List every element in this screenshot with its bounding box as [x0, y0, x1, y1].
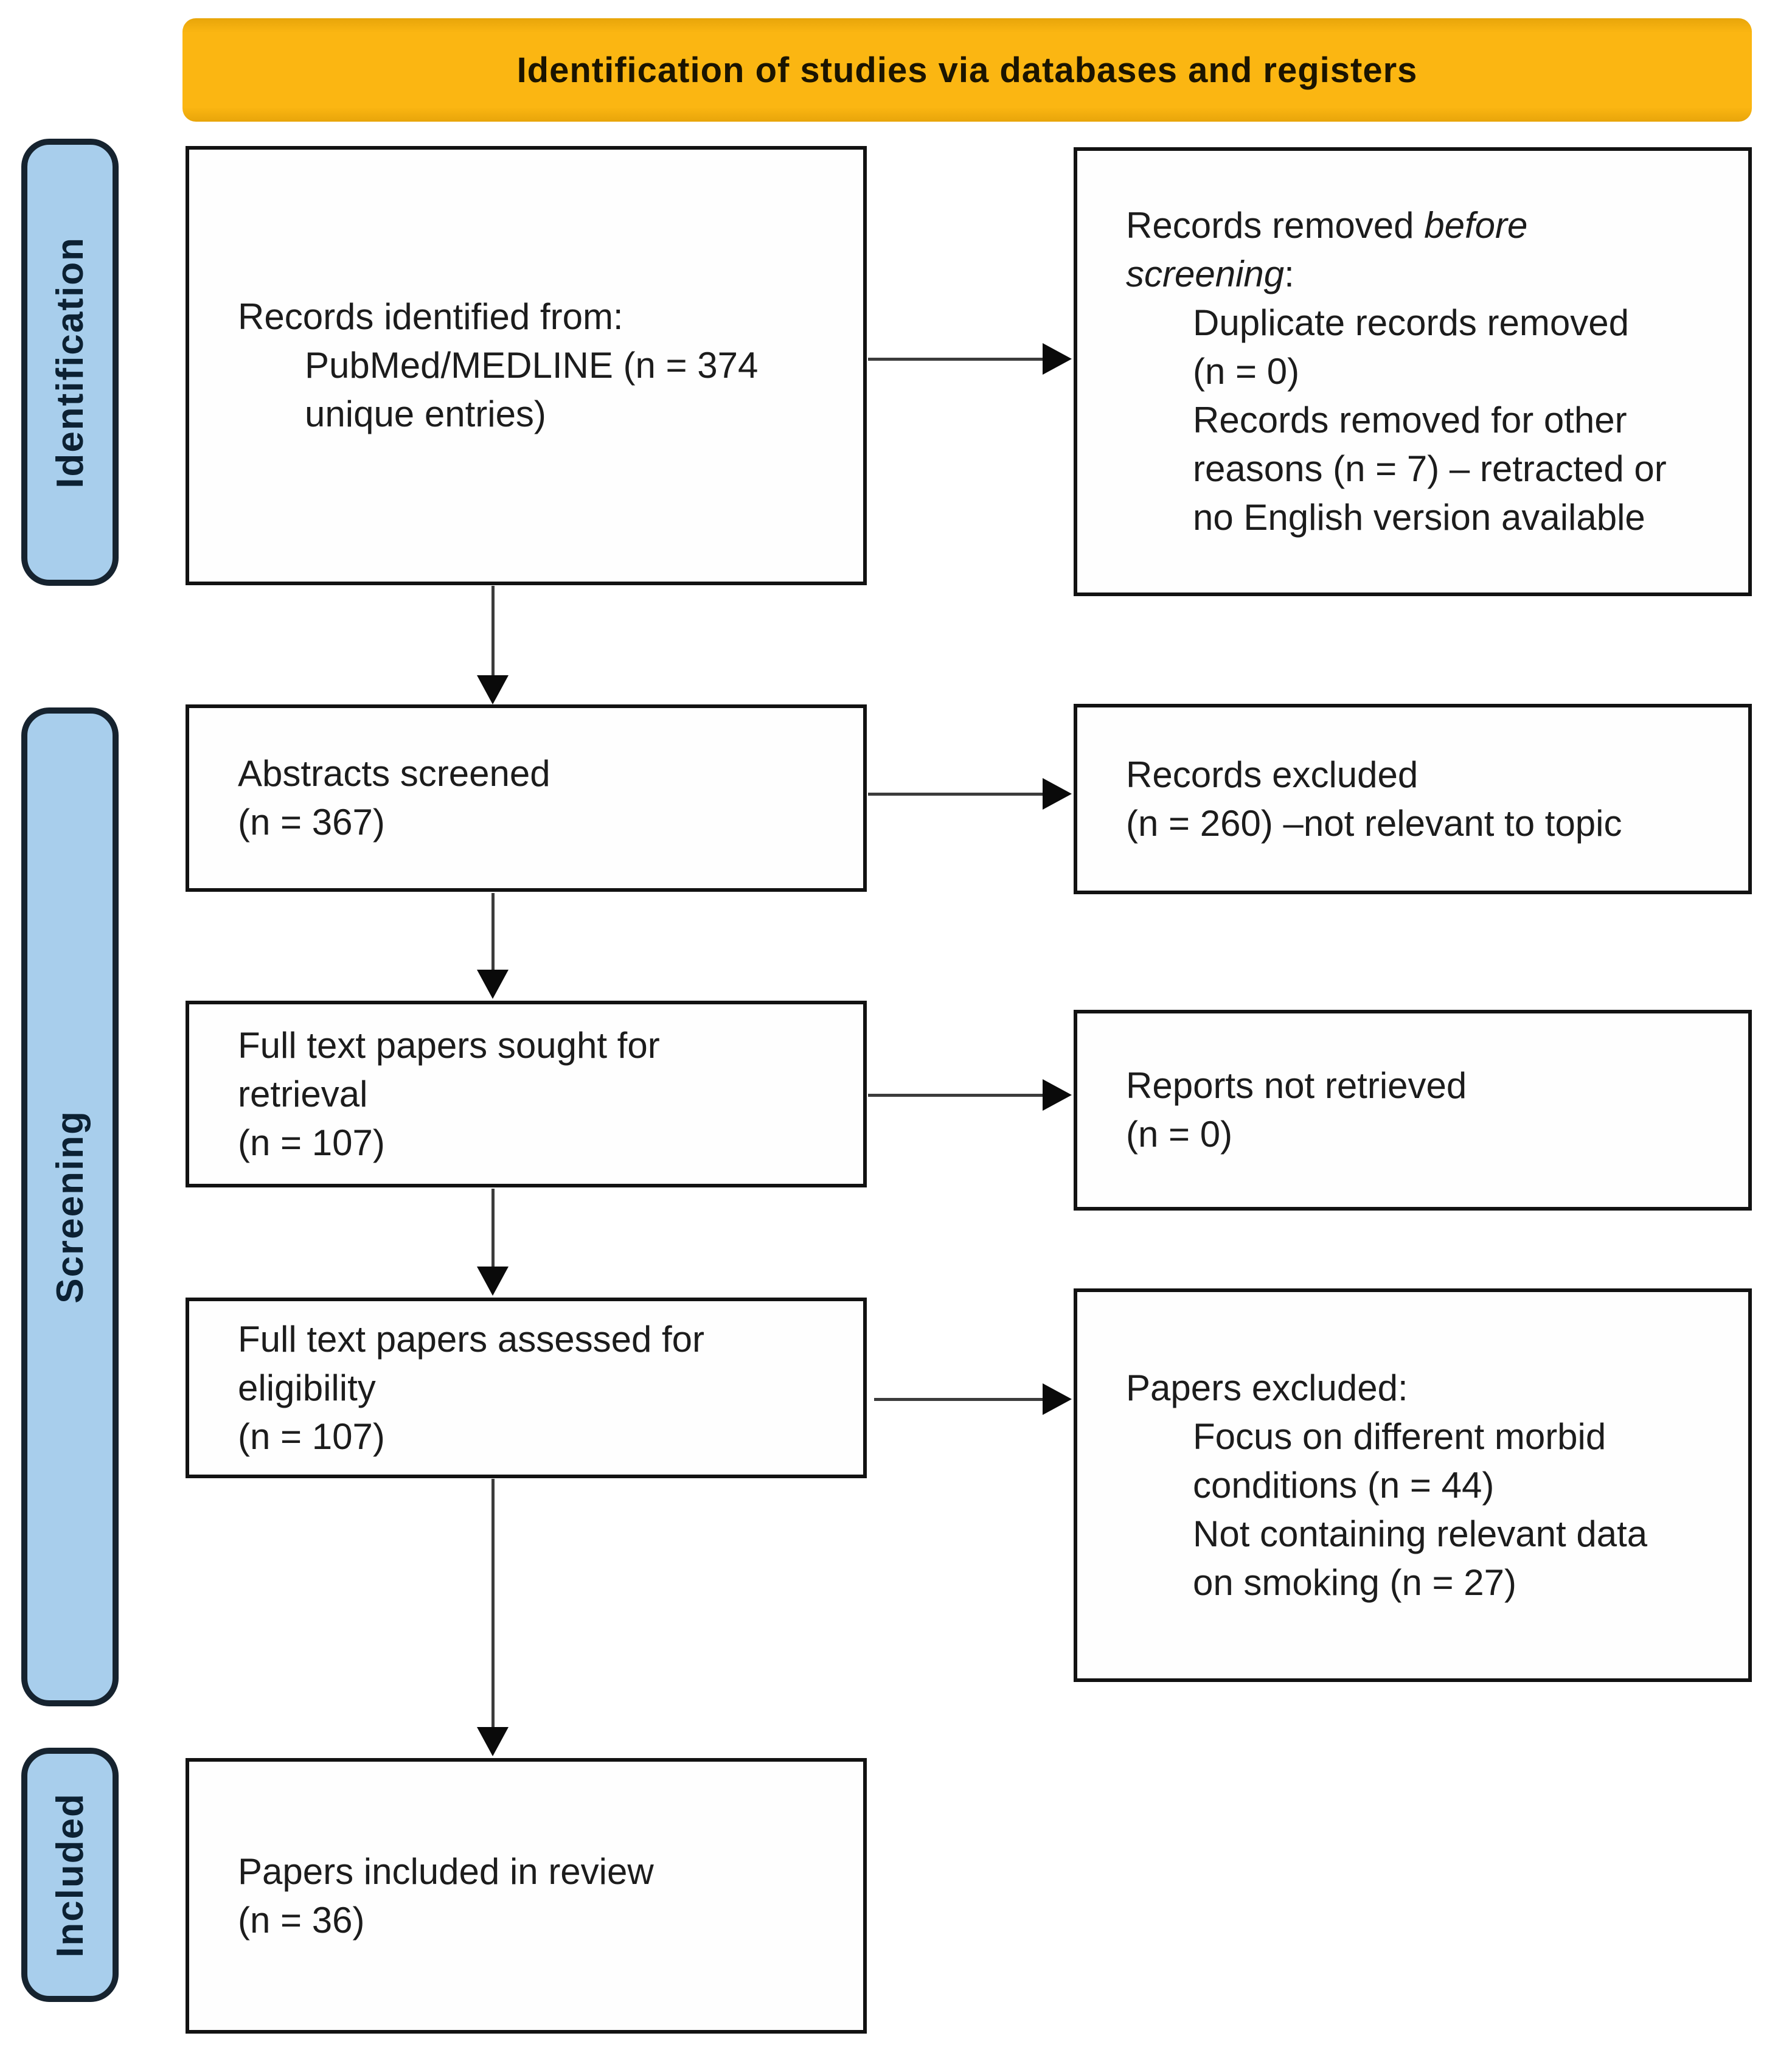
arrow-line: [868, 1094, 1046, 1097]
box-text-line: on smoking (n = 27): [1193, 1562, 1516, 1603]
box-text-line: Full text papers sought for: [238, 1024, 660, 1066]
arrow-right-icon: [1043, 778, 1072, 810]
box-text-line: Abstracts screened: [238, 753, 550, 794]
box-text-line: (n = 0): [1193, 351, 1300, 392]
arrow-line: [491, 586, 495, 678]
sidebar-label-included: Included: [49, 1792, 91, 1958]
box-text-line: Full text papers assessed for: [238, 1318, 705, 1360]
box-text-line: eligibility: [238, 1367, 376, 1408]
box-text-line: Records identified from:: [238, 296, 623, 337]
box-text-line: unique entries): [305, 394, 546, 434]
box-records-identified: Records identified from: PubMed/MEDLINE (…: [186, 146, 867, 585]
arrow-line: [491, 1189, 495, 1269]
box-text-line: Not containing relevant data: [1193, 1513, 1648, 1554]
box-fulltext-sought-for-retrieval: Full text papers sought for retrieval (n =…: [186, 1001, 867, 1187]
box-text-line: Papers included in review: [238, 1851, 654, 1892]
box-text-line: retrieval: [238, 1073, 368, 1114]
box-text-line: Records excluded: [1126, 754, 1419, 795]
sidebar-item-screening: Screening: [21, 707, 119, 1706]
arrow-right-icon: [1043, 1079, 1072, 1111]
box-records-removed-before-screening: Records removed before screening: Duplicat…: [1074, 147, 1752, 596]
header-banner: Identification of studies via databases …: [182, 18, 1752, 122]
arrow-right-icon: [1043, 343, 1072, 375]
sidebar-label-screening: Screening: [49, 1110, 91, 1304]
sidebar-item-identification: Identification: [21, 139, 119, 586]
box-text-line: Records removed before: [1126, 205, 1528, 246]
arrow-line: [868, 358, 1046, 361]
box-text-line: PubMed/MEDLINE (n = 374: [305, 345, 759, 386]
header-title: Identification of studies via databases …: [516, 50, 1418, 90]
box-text-line: (n = 107): [238, 1122, 385, 1163]
box-records-excluded: Records excluded (n = 260) –not relevant …: [1074, 704, 1752, 894]
box-text-line: conditions (n = 44): [1193, 1464, 1495, 1506]
box-text-line: Reports not retrieved: [1126, 1065, 1467, 1106]
arrow-line: [491, 1479, 495, 1729]
sidebar-item-included: Included: [21, 1748, 119, 2002]
arrow-down-icon: [477, 970, 509, 999]
box-text-line: reasons (n = 7) – retracted or: [1193, 448, 1667, 489]
box-text-line: (n = 36): [238, 1899, 365, 1941]
box-reports-not-retrieved: Reports not retrieved (n = 0): [1074, 1010, 1752, 1211]
arrow-line: [868, 793, 1046, 796]
box-text-line: (n = 0): [1126, 1114, 1233, 1155]
box-text-line: Records removed for other: [1193, 400, 1627, 440]
arrow-line: [874, 1398, 1046, 1401]
box-text-line: (n = 367): [238, 802, 385, 843]
sidebar-label-identification: Identification: [49, 236, 91, 488]
box-text-line: screening:: [1126, 254, 1294, 294]
arrow-down-icon: [477, 675, 509, 704]
box-fulltext-assessed-for-eligibility: Full text papers assessed for eligibility…: [186, 1298, 867, 1478]
arrow-down-icon: [477, 1267, 509, 1296]
box-text-line: Papers excluded:: [1126, 1367, 1408, 1408]
box-text-line: Duplicate records removed: [1193, 302, 1629, 343]
box-text-line: no English version available: [1193, 497, 1645, 538]
box-text-line: (n = 107): [238, 1416, 385, 1457]
box-papers-excluded: Papers excluded: Focus on different morbi…: [1074, 1288, 1752, 1682]
box-text-line: Focus on different morbid: [1193, 1416, 1606, 1457]
box-text-line: (n = 260) –not relevant to topic: [1126, 802, 1622, 844]
arrow-right-icon: [1043, 1383, 1072, 1415]
box-abstracts-screened: Abstracts screened (n = 367): [186, 704, 867, 892]
arrow-line: [491, 893, 495, 972]
box-papers-included-in-review: Papers included in review (n = 36): [186, 1758, 867, 2034]
arrow-down-icon: [477, 1727, 509, 1756]
